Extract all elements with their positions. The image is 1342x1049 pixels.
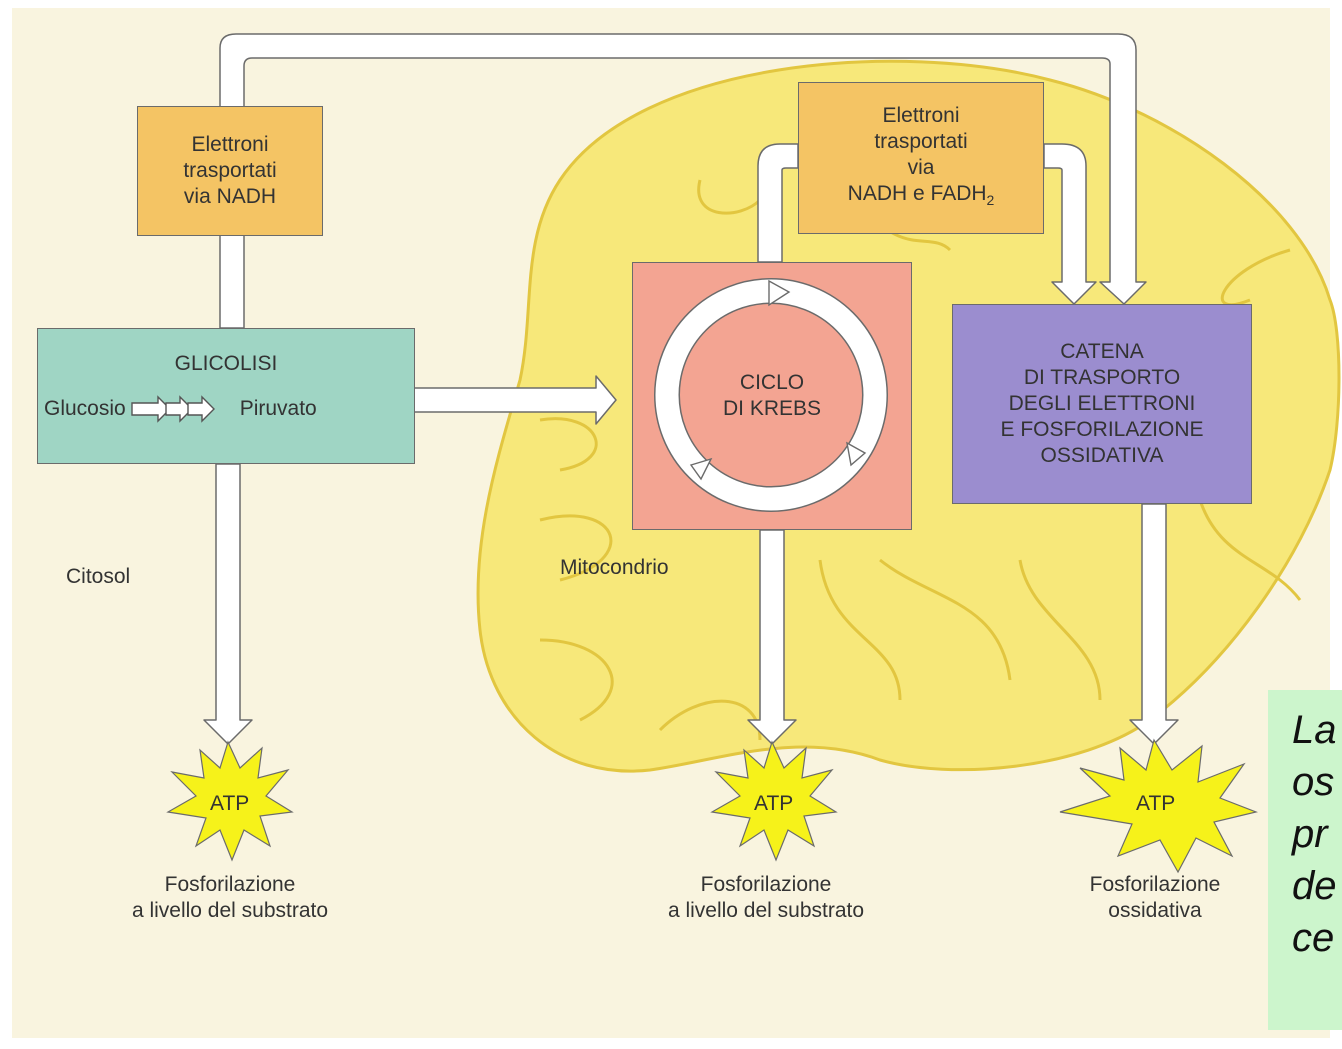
atp-label-right: ATP xyxy=(1136,792,1176,815)
glucosio-label: Glucosio xyxy=(44,397,126,420)
caption-middle-line1: Fosforilazione xyxy=(700,873,832,896)
note-line1: La xyxy=(1292,708,1337,752)
top-loop-arrow xyxy=(219,33,1147,305)
glicolisi-row: Glucosio Piruvato xyxy=(38,395,414,423)
nadh-fadh-text: NADH e FADH xyxy=(847,181,987,205)
atp-label-middle: ATP xyxy=(754,792,794,815)
krebs-to-atp-arrow xyxy=(747,529,797,745)
fadh-to-catena-arrow xyxy=(1043,143,1097,305)
electron-box-fadh-line2: trasportati xyxy=(874,129,968,153)
caption-right-line1: Fosforilazione xyxy=(1089,873,1221,896)
note-line2: os xyxy=(1292,760,1335,804)
citosol-label: Citosol xyxy=(66,565,131,588)
glicolisi-title: GLICOLISI xyxy=(174,352,278,375)
mitocondrio-label: Mitocondrio xyxy=(560,556,669,579)
krebs-cycle-ring xyxy=(654,278,888,512)
note-line4: de xyxy=(1292,864,1337,908)
electron-box-nadh: Elettroni trasportati via NADH xyxy=(137,106,323,236)
catena-to-atp-arrow xyxy=(1129,503,1179,745)
electron-box-fadh-line1: Elettroni xyxy=(882,103,960,127)
atp-star-left xyxy=(166,740,294,862)
glicolisi-to-atp-arrow xyxy=(203,463,253,745)
electron-box-fadh-line4: NADH e FADH2 xyxy=(848,181,995,213)
glicolisi-box: GLICOLISI Glucosio Piruvato xyxy=(37,328,415,464)
catena-line1: CATENA xyxy=(1060,340,1144,363)
piruvato-label: Piruvato xyxy=(239,397,317,420)
catena-line4: E FOSFORILAZIONE xyxy=(1000,418,1204,441)
note-line5: ce xyxy=(1292,916,1335,960)
caption-left: Fosforilazione a livello del substrato xyxy=(80,872,380,924)
caption-left-line2: a livello del substrato xyxy=(131,899,329,922)
glicolisi-to-krebs-arrow xyxy=(413,375,617,425)
atp-label-left: ATP xyxy=(210,792,250,815)
krebs-line2: DI KREBS xyxy=(722,397,822,420)
catena-line2: DI TRASPORTO xyxy=(1023,366,1181,389)
catena-box: CATENA DI TRASPORTO DEGLI ELETTRONI E FO… xyxy=(952,304,1252,504)
krebs-box: CICLO DI KREBS xyxy=(632,262,912,530)
caption-right: Fosforilazione ossidativa xyxy=(1060,872,1250,924)
krebs-line1: CICLO xyxy=(739,371,805,394)
atp-star-middle xyxy=(710,740,838,862)
nadh-to-glicolisi-shaft xyxy=(219,233,245,329)
caption-right-line2: ossidativa xyxy=(1108,899,1202,922)
atp-star-right xyxy=(1059,738,1259,874)
electron-box-nadh-fadh: Elettroni trasportati via NADH e FADH2 xyxy=(798,82,1044,234)
glicolisi-arrows xyxy=(131,395,215,423)
electron-box-nadh-line2: trasportati xyxy=(183,159,277,182)
electron-box-fadh-line3: via xyxy=(907,155,935,179)
caption-middle: Fosforilazione a livello del substrato xyxy=(616,872,916,924)
catena-line5: OSSIDATIVA xyxy=(1040,444,1164,467)
fadh-subscript: 2 xyxy=(986,192,995,209)
note-line3: pr xyxy=(1292,812,1328,856)
electron-box-nadh-line1: Elettroni xyxy=(191,133,269,156)
catena-line3: DEGLI ELETTRONI xyxy=(1008,392,1196,415)
note-box: La os pr de ce xyxy=(1268,690,1342,1030)
caption-left-line1: Fosforilazione xyxy=(164,873,296,896)
caption-middle-line2: a livello del substrato xyxy=(667,899,865,922)
electron-box-nadh-line3: via NADH xyxy=(183,185,277,208)
